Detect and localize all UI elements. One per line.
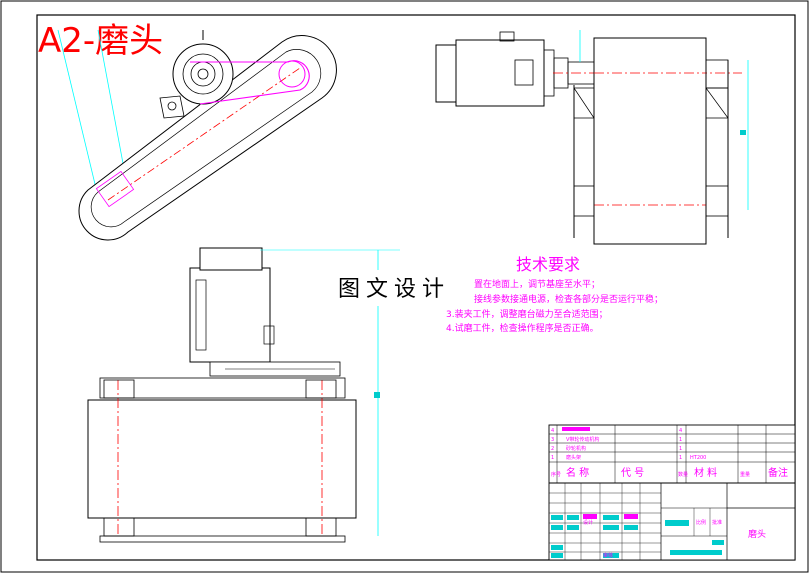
arm-centerline <box>107 67 301 201</box>
support-rib-left-top <box>573 87 595 119</box>
label-bar <box>665 520 689 526</box>
bom-row-name: 磨头架 <box>566 454 581 461</box>
sheet-inner-border <box>36 14 796 561</box>
tech-note-3: 3.装夹工件，调整磨台磁力至合适范围； <box>446 308 608 320</box>
header-code: 代 号 <box>621 467 644 479</box>
dimension-label-bar <box>740 130 746 135</box>
motor-lifting-eye <box>499 31 515 42</box>
bom-row-qty: 1 <box>679 446 682 452</box>
drawing-title: A2-磨头 <box>38 21 163 61</box>
part-name: 磨头 <box>748 529 766 540</box>
front-view-grinding-head <box>435 30 749 245</box>
small-label-design: 设计 <box>583 519 593 526</box>
motor-end-cap <box>435 44 457 103</box>
driven-pulley <box>278 60 306 88</box>
header-remarks: 备注 <box>768 466 788 479</box>
dimension-label-bar <box>374 392 380 398</box>
label-bar <box>551 553 563 558</box>
motor-cap-plan <box>199 247 263 271</box>
motor-terminal-box <box>514 59 534 86</box>
bearing-block-plan <box>103 517 135 537</box>
bearing-seat-right-bottom <box>705 185 729 217</box>
label-bar <box>583 514 597 519</box>
motor-body <box>455 39 545 107</box>
pulley-bore <box>197 68 209 80</box>
base-beam-plan <box>99 377 346 399</box>
bom-row-qty: 1 <box>679 437 682 443</box>
bearing-seat-right-top <box>705 59 729 89</box>
bom-row-qty: 1 <box>679 455 682 461</box>
watermark-text: 图文设计 <box>338 277 450 302</box>
header-name: 名 称 <box>566 466 589 479</box>
tech-note-2: 接线参数接通电源，检查各部分是否运行平稳； <box>474 293 663 305</box>
motor-flange <box>543 49 555 97</box>
small-label-scale: 比例 <box>696 519 706 526</box>
title-block-frame <box>548 424 796 561</box>
motor-terminal-plan <box>263 325 275 345</box>
header-material: 材 料 <box>694 466 717 479</box>
dimension-line <box>57 29 101 206</box>
support-rib-right-top <box>705 87 729 119</box>
arm-inner-outline <box>90 49 322 228</box>
label-bar <box>712 540 724 545</box>
bom-row-name: V带轮传动机构 <box>566 436 599 443</box>
bom-name-bar <box>562 427 590 431</box>
bom-row-qty: 4 <box>679 428 682 434</box>
header-qty: 数量 <box>678 471 688 478</box>
pulley-outer <box>172 43 234 105</box>
bearing-seat-left-bottom <box>573 185 595 217</box>
label-bar <box>603 515 619 520</box>
bom-row-name: 砂轮机构 <box>566 445 586 452</box>
label-bar <box>624 514 638 519</box>
bearing-block-plan <box>305 379 337 399</box>
title-block: 4 4 3 V带轮传动机构 1 2 砂轮机构 1 1 磨头架 1 HT200 序… <box>548 424 796 561</box>
label-bar <box>624 525 638 530</box>
side-view-grinding-arm <box>57 29 337 241</box>
motor-body-plan <box>189 267 271 363</box>
label-bar <box>551 545 563 550</box>
small-label-sheet: 批准 <box>712 519 722 526</box>
bom-row-no: 1 <box>551 455 554 461</box>
label-bar <box>551 515 563 520</box>
motor-bracket <box>159 95 185 119</box>
plan-view-grinding-head <box>87 247 400 543</box>
pulley-ring <box>182 53 224 95</box>
tech-note-4: 4.试磨工件，检查操作程序是否正确。 <box>446 322 599 334</box>
label-bar <box>567 515 579 520</box>
watermark-background <box>330 270 490 306</box>
label-bar <box>603 525 619 530</box>
bom-row-no: 4 <box>551 428 554 434</box>
tech-requirements-heading: 技术要求 <box>516 255 580 274</box>
label-bar <box>670 550 722 555</box>
bracket-bolt <box>167 101 177 111</box>
bom-row-material: HT200 <box>690 455 706 461</box>
bearing-block-plan <box>305 517 337 537</box>
header-no: 序号 <box>551 471 561 478</box>
bearing-block-plan <box>103 379 135 399</box>
motor-fin-plan <box>195 279 207 351</box>
small-label-review: 审核 <box>603 552 613 559</box>
small-wheel-section <box>95 170 135 208</box>
label-bar <box>551 525 563 530</box>
tech-note-1: 置在地面上，调节基座至水平； <box>474 278 600 290</box>
grinding-drum <box>593 37 707 245</box>
bom-row-no: 2 <box>551 446 554 452</box>
header-weight: 重量 <box>740 471 750 478</box>
label-bar <box>603 553 619 558</box>
bom-row-no: 3 <box>551 437 554 443</box>
base-plate-plan <box>99 535 346 543</box>
grinding-drum-plan <box>87 399 357 519</box>
label-bar <box>567 525 579 530</box>
